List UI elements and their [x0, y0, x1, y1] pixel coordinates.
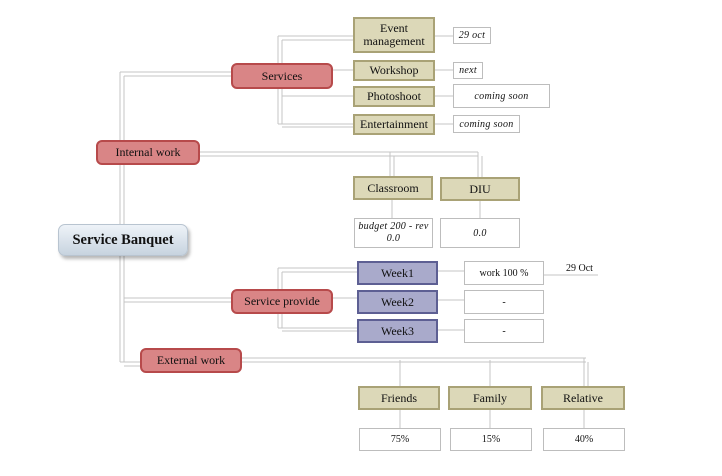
note-family: 15%: [450, 428, 532, 451]
family-note: 15%: [481, 434, 501, 445]
classroom-label: Classroom: [367, 180, 419, 195]
workshop-label: Workshop: [369, 63, 419, 77]
note-relative: 40%: [543, 428, 625, 451]
node-workshop[interactable]: Workshop: [353, 60, 435, 81]
node-week2[interactable]: Week2: [357, 290, 438, 314]
note-week3: -: [464, 319, 544, 343]
relative-label: Relative: [563, 390, 603, 405]
note-friends: 75%: [359, 428, 441, 451]
external-work-label: External work: [156, 353, 226, 367]
entertainment-label: Entertainment: [360, 117, 428, 131]
classroom-note: budget 200 - rev 0.0: [358, 221, 429, 244]
family-label: Family: [472, 390, 507, 405]
week3-label: Week3: [380, 323, 415, 338]
note-week1: work 100 %: [464, 261, 544, 285]
diu-note: 0.0: [473, 227, 487, 239]
node-relative[interactable]: Relative: [541, 386, 625, 410]
node-friends[interactable]: Friends: [358, 386, 440, 410]
photoshoot-label: Photoshoot: [366, 89, 421, 103]
node-classroom[interactable]: Classroom: [353, 176, 433, 200]
note-workshop: next: [453, 62, 483, 79]
note-photoshoot: coming soon: [453, 84, 550, 108]
note-event-management: 29 oct: [453, 27, 491, 44]
root-label: Service Banquet: [72, 231, 174, 248]
node-entertainment[interactable]: Entertainment: [353, 114, 435, 135]
relative-note: 40%: [574, 434, 594, 445]
branch-external-work[interactable]: External work: [140, 348, 242, 373]
note-diu: 0.0: [440, 218, 520, 248]
week1-date-text: 29 Oct: [566, 263, 593, 274]
week2-label: Week2: [380, 294, 415, 309]
friends-label: Friends: [381, 390, 417, 405]
diu-label: DIU: [469, 181, 491, 196]
connectors-external-work: [240, 357, 589, 428]
node-event-management[interactable]: Event management: [353, 17, 435, 53]
week3-note: -: [502, 325, 506, 337]
node-photoshoot[interactable]: Photoshoot: [353, 86, 435, 107]
event-management-label: Event management: [363, 21, 425, 48]
node-week3[interactable]: Week3: [357, 319, 438, 343]
root-node[interactable]: Service Banquet: [58, 224, 188, 256]
branch-services[interactable]: Services: [231, 63, 333, 89]
node-family[interactable]: Family: [448, 386, 532, 410]
connectors-internal-work: [198, 151, 483, 218]
connectors-root-branches: [119, 71, 232, 367]
connectors-service-notes: [434, 35, 453, 125]
note-classroom: budget 200 - rev 0.0: [354, 218, 433, 248]
week2-note: -: [502, 296, 506, 308]
service-provide-label: Service provide: [244, 294, 320, 308]
photoshoot-note: coming soon: [474, 90, 529, 102]
entertainment-note: coming soon: [459, 118, 514, 130]
week1-date: 29 Oct: [566, 263, 593, 274]
note-week2: -: [464, 290, 544, 314]
services-label: Services: [261, 68, 303, 83]
node-week1[interactable]: Week1: [357, 261, 438, 285]
branch-service-provide[interactable]: Service provide: [231, 289, 333, 314]
branch-internal-work[interactable]: Internal work: [96, 140, 200, 165]
internal-work-label: Internal work: [115, 145, 181, 159]
workshop-note: next: [459, 65, 477, 76]
friends-note: 75%: [390, 434, 410, 445]
event-management-note: 29 oct: [458, 30, 486, 41]
note-entertainment: coming soon: [453, 115, 520, 133]
week1-note: work 100 %: [479, 267, 529, 279]
week1-label: Week1: [380, 265, 415, 280]
node-diu[interactable]: DIU: [440, 177, 520, 201]
